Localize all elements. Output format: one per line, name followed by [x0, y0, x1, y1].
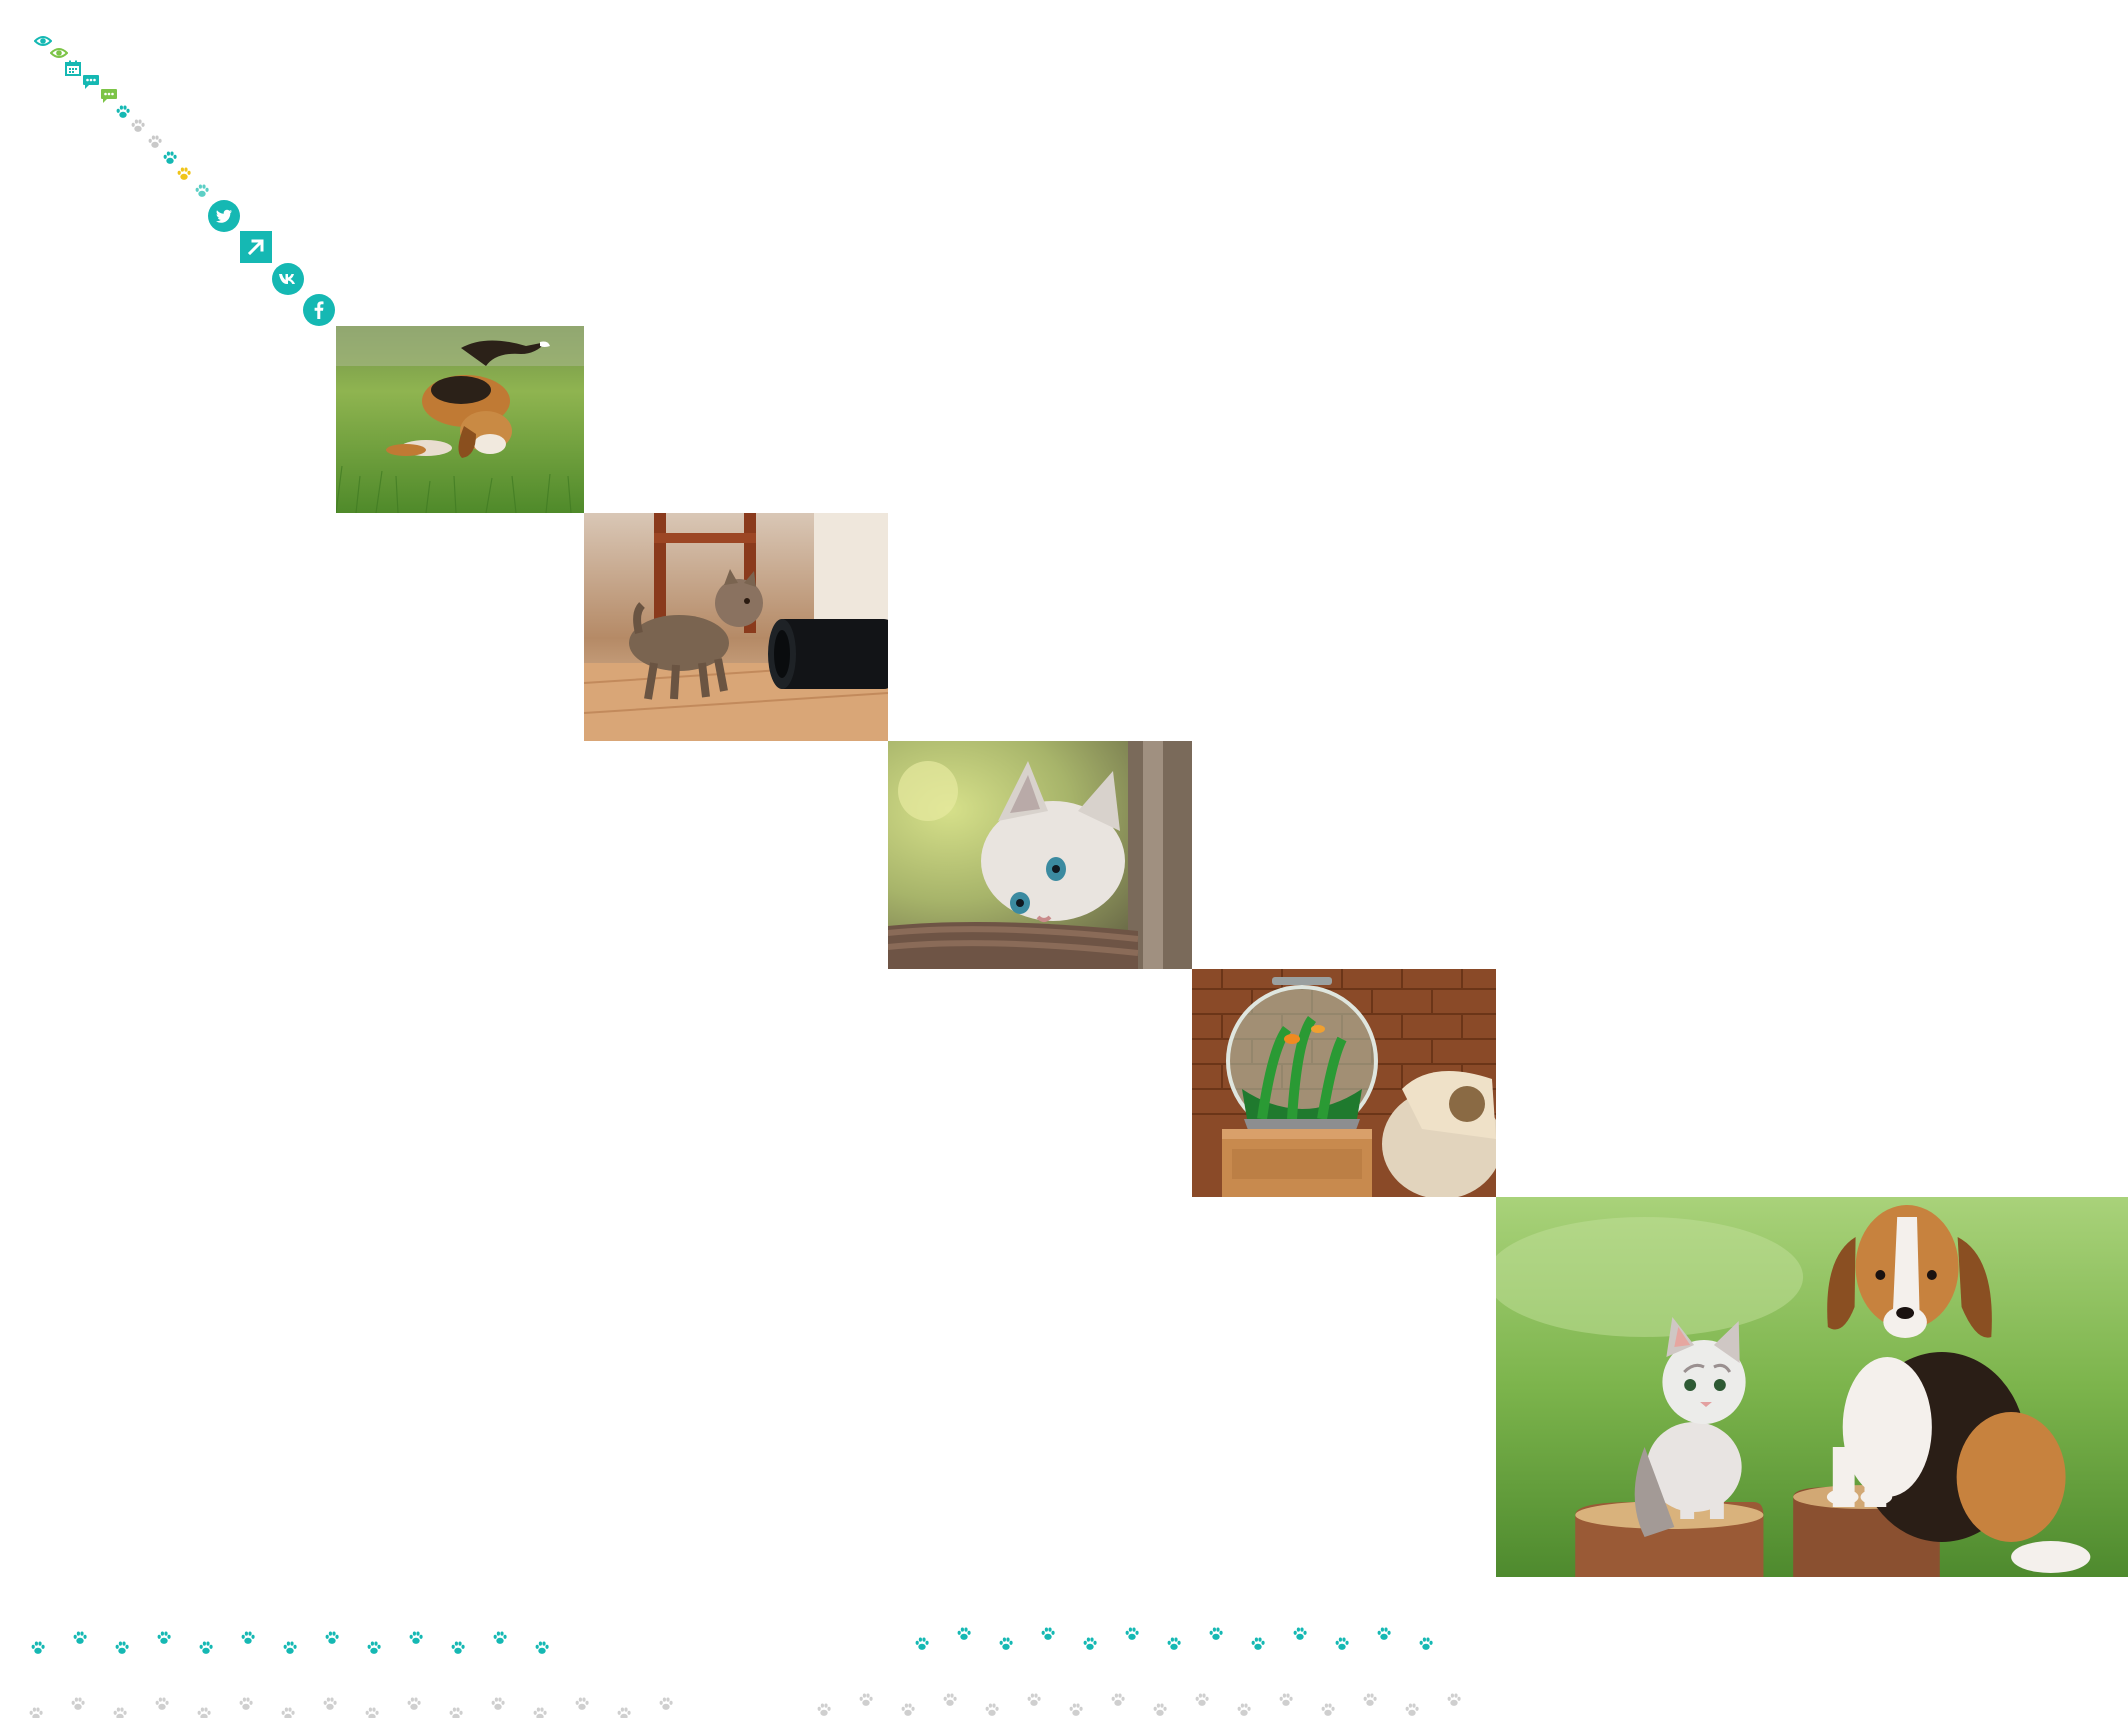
paw-print-icon [70, 1696, 86, 1712]
paw-print-icon [998, 1636, 1014, 1652]
paw-print-icon [322, 1696, 338, 1712]
comment-icon [82, 74, 100, 90]
paw-print-icon [1404, 1702, 1420, 1718]
twitter-icon[interactable] [208, 200, 240, 232]
vk-icon[interactable] [272, 263, 304, 295]
calendar-icon [65, 60, 81, 76]
paw-print-icon [658, 1696, 674, 1712]
paw-print-icon [1418, 1636, 1434, 1652]
paw-print-icon [406, 1696, 422, 1712]
paw-print-icon [1208, 1626, 1224, 1642]
paw-print-icon [198, 1640, 214, 1656]
paw-print-icon [914, 1636, 930, 1652]
paw-print-icon [30, 1640, 46, 1656]
paw-print-icon [112, 1706, 128, 1718]
paw-print-icon [282, 1640, 298, 1656]
paw-print-icon [154, 1696, 170, 1712]
paw-print-icon [1166, 1636, 1182, 1652]
paw-print-icon [574, 1696, 590, 1712]
paw-print-icon [1334, 1636, 1350, 1652]
paw-print-icon [450, 1640, 466, 1656]
paw-print-icon [156, 1630, 172, 1646]
paw-print-icon [1376, 1626, 1392, 1642]
paw-print-icon [534, 1640, 550, 1656]
paw-print-icon [1250, 1636, 1266, 1652]
paw-print-icon [492, 1630, 508, 1646]
paw-print-icon [1236, 1702, 1252, 1718]
paw-print-icon [1082, 1636, 1098, 1652]
paw-print-icon [1068, 1702, 1084, 1718]
paw-print-icon [448, 1706, 464, 1718]
paw-print-icon [196, 1706, 212, 1718]
paw-print-icon [984, 1702, 1000, 1718]
paw-print-icon [532, 1706, 548, 1718]
paw-print-icon [1194, 1692, 1210, 1708]
facebook-icon[interactable] [303, 294, 335, 326]
paw-print-icon [408, 1630, 424, 1646]
paw-icon [176, 166, 192, 182]
eye-icon [50, 46, 68, 60]
paw-print-icon [240, 1630, 256, 1646]
paw-print-icon [1446, 1692, 1462, 1708]
paw-print-icon [72, 1630, 88, 1646]
paw-print-icon [942, 1692, 958, 1708]
share-arrow-icon[interactable] [240, 231, 272, 263]
paw-icon [130, 118, 146, 134]
eye-icon [34, 34, 52, 48]
paw-print-icon [858, 1692, 874, 1708]
paw-print-icon [616, 1706, 632, 1718]
paw-print-icon [280, 1706, 296, 1718]
paw-print-icon [28, 1706, 44, 1718]
paw-print-icon [1278, 1692, 1294, 1708]
paw-print-icon [1292, 1626, 1308, 1642]
photo-fish-bowl-aquarium[interactable] [1192, 969, 1496, 1197]
photo-kitten-and-beagle-on-stumps[interactable] [1496, 1197, 2128, 1577]
paw-print-icon [1320, 1702, 1336, 1718]
paw-icon [194, 183, 210, 199]
paw-print-icon [366, 1640, 382, 1656]
paw-print-icon [1124, 1626, 1140, 1642]
paw-icon [162, 150, 178, 166]
paw-icon [115, 104, 131, 120]
paw-print-icon [324, 1630, 340, 1646]
paw-print-icon [1152, 1702, 1168, 1718]
paw-print-icon [1110, 1692, 1126, 1708]
paw-print-icon [114, 1640, 130, 1656]
paw-print-icon [900, 1702, 916, 1718]
paw-print-icon [1362, 1692, 1378, 1708]
paw-print-icon [364, 1706, 380, 1718]
photo-sad-white-cat[interactable] [888, 741, 1192, 969]
paw-print-icon [816, 1702, 832, 1718]
comment-icon [100, 88, 118, 104]
paw-print-icon [956, 1626, 972, 1642]
paw-print-icon [1040, 1626, 1056, 1642]
paw-print-icon [1026, 1692, 1042, 1708]
paw-print-icon [238, 1696, 254, 1712]
paw-icon [147, 134, 163, 150]
photo-beagle-puppy-grass[interactable] [336, 326, 584, 513]
photo-kitten-camera-lens[interactable] [584, 513, 888, 741]
paw-print-icon [490, 1696, 506, 1712]
